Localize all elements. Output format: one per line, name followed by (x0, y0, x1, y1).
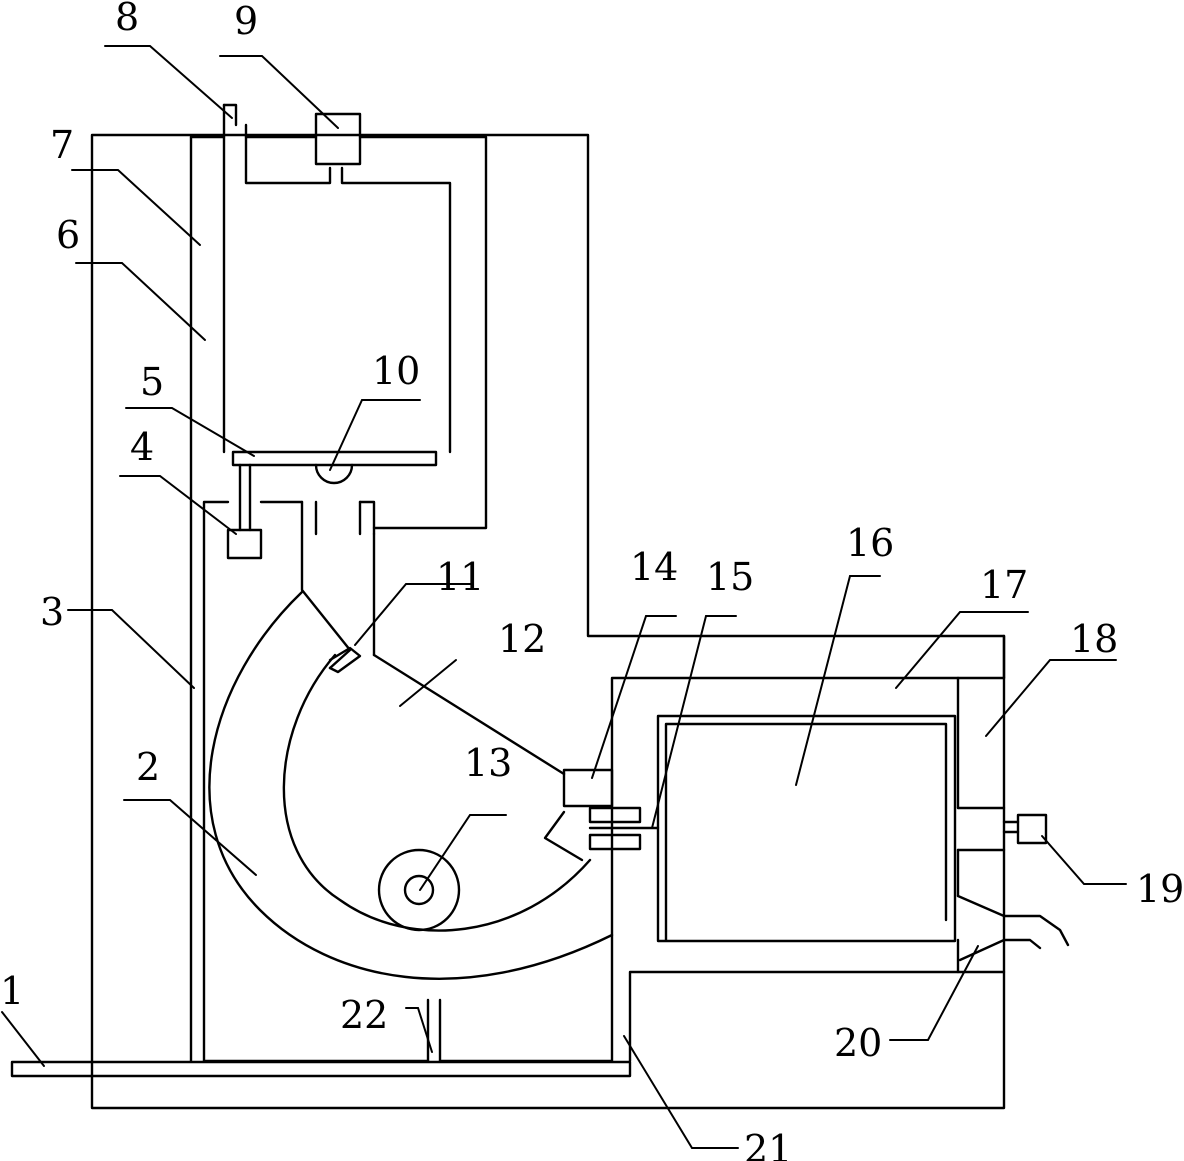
label-18: 18 (1070, 617, 1118, 661)
label-4: 4 (130, 425, 154, 469)
label-6: 6 (56, 213, 80, 257)
roller (377, 848, 461, 932)
curved-channel (208, 590, 614, 1063)
label-22: 22 (340, 993, 388, 1037)
label-16: 16 (846, 521, 894, 565)
label-15: 15 (706, 555, 754, 599)
outer-housing (90, 133, 1006, 1110)
leader-lines (1, 45, 1127, 1149)
label-17: 17 (980, 563, 1028, 607)
water-tank (222, 103, 452, 454)
lower-cabinet (202, 500, 1006, 1063)
outlet (956, 894, 1070, 974)
chamber-line (372, 653, 584, 862)
label-8: 8 (115, 0, 139, 39)
label-5: 5 (140, 360, 164, 404)
motor-housing (656, 634, 1048, 943)
coupling (562, 768, 660, 851)
label-1: 1 (0, 969, 24, 1013)
label-11: 11 (436, 555, 484, 599)
label-12: 12 (498, 617, 546, 661)
label-3: 3 (40, 590, 64, 634)
label-19: 19 (1136, 867, 1184, 911)
label-9: 9 (234, 0, 258, 43)
label-10: 10 (372, 349, 420, 393)
label-21: 21 (744, 1127, 792, 1161)
base-plate (10, 1060, 632, 1078)
label-14: 14 (630, 545, 678, 589)
label-2: 2 (136, 745, 160, 789)
label-20: 20 (834, 1021, 882, 1065)
label-13: 13 (464, 741, 512, 785)
label-7: 7 (50, 123, 74, 167)
filter-plate (226, 450, 438, 560)
inner-wall (189, 135, 488, 1063)
funnel (300, 500, 376, 674)
